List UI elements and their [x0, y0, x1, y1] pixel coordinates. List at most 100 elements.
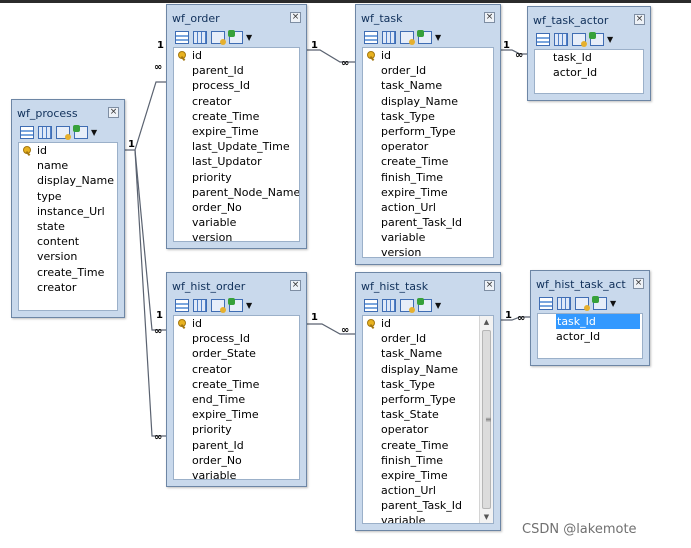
field-row[interactable]: order_No [192, 200, 242, 214]
close-icon[interactable]: × [634, 14, 645, 25]
table-title[interactable]: wf_hist_task_act... [536, 278, 627, 291]
field-row[interactable]: task_Type [381, 109, 435, 123]
field-row[interactable]: parent_Task_Id [381, 499, 463, 513]
field-row[interactable]: variable [381, 514, 426, 524]
field-row[interactable]: priority [192, 170, 232, 184]
field-row[interactable]: state [37, 219, 65, 233]
add-field-icon[interactable] [589, 31, 604, 46]
key-view-icon[interactable] [575, 296, 590, 311]
field-row[interactable]: display_Name [381, 94, 459, 108]
chevron-down-icon[interactable]: ▼ [246, 32, 253, 42]
field-row-selected[interactable]: task_Id [538, 314, 642, 330]
add-field-icon[interactable] [592, 295, 607, 310]
field-row[interactable]: perform_Type [381, 392, 456, 406]
field-row[interactable]: priority [192, 423, 232, 437]
key-view-icon[interactable] [400, 30, 415, 45]
chevron-down-icon[interactable]: ▼ [91, 127, 98, 137]
close-icon[interactable]: × [108, 107, 119, 118]
field-row[interactable]: id [363, 316, 493, 331]
select-rows-icon[interactable] [175, 30, 189, 44]
table-title[interactable]: wf_task [361, 12, 403, 25]
close-icon[interactable]: × [484, 280, 495, 291]
select-rows-icon[interactable] [536, 32, 550, 46]
chevron-down-icon[interactable]: ▼ [246, 300, 253, 310]
field-row[interactable]: task_State [381, 408, 439, 422]
scroll-up-icon[interactable]: ▲ [483, 318, 490, 326]
field-row[interactable]: version [192, 231, 233, 242]
table-title[interactable]: wf_hist_task [361, 280, 429, 293]
field-row[interactable]: order_State [192, 347, 256, 361]
field-row[interactable]: expire_Time [381, 185, 448, 199]
field-row[interactable]: create_Time [192, 109, 260, 123]
table-wf-order[interactable]: wf_order × ▼ id parent_Id process_Id cre… [166, 4, 307, 249]
key-view-icon[interactable] [400, 298, 415, 313]
key-view-icon[interactable] [211, 298, 226, 313]
table-wf-hist-order[interactable]: wf_hist_order × ▼ id process_Id order_St… [166, 272, 307, 487]
field-row[interactable]: task_Id [553, 51, 592, 64]
field-row[interactable]: create_Time [381, 438, 449, 452]
field-row[interactable]: create_Time [37, 265, 105, 279]
field-row[interactable]: parent_Id [192, 438, 244, 452]
key-view-icon[interactable] [572, 32, 587, 47]
field-row[interactable]: id [174, 316, 299, 331]
field-row[interactable]: creator [192, 362, 232, 376]
add-field-icon[interactable] [417, 297, 432, 312]
add-field-icon[interactable] [73, 124, 88, 139]
select-rows-icon[interactable] [539, 296, 553, 310]
field-row[interactable]: action_Url [381, 484, 436, 498]
select-rows-icon[interactable] [20, 125, 34, 139]
select-rows-icon[interactable] [175, 298, 189, 312]
table-wf-hist-task-actor[interactable]: wf_hist_task_act... × ▼ task_Id actor_Id [530, 270, 650, 366]
field-row[interactable]: expire_Time [192, 408, 259, 422]
field-row[interactable]: id [19, 143, 117, 158]
field-row[interactable]: variable [192, 216, 237, 230]
field-row[interactable]: action_Url [381, 200, 436, 214]
field-row[interactable]: create_Time [192, 377, 260, 391]
field-row[interactable]: expire_Time [192, 124, 259, 138]
key-view-icon[interactable] [56, 125, 71, 140]
grid-view-icon[interactable] [38, 125, 52, 139]
grid-view-icon[interactable] [382, 30, 396, 44]
field-row[interactable]: version [381, 246, 422, 258]
field-row[interactable]: create_Time [381, 155, 449, 169]
field-row[interactable]: parent_Node_Name [192, 185, 300, 199]
scrollbar-thumb[interactable]: ≡ [482, 330, 492, 509]
field-row[interactable]: id [363, 48, 493, 63]
table-wf-hist-task[interactable]: wf_hist_task × ▼ id order_Id task_Name d… [355, 272, 501, 531]
field-row[interactable]: finish_Time [381, 453, 444, 467]
chevron-down-icon[interactable]: ▼ [435, 300, 442, 310]
field-row[interactable]: task_Name [381, 79, 443, 93]
field-row[interactable]: end_Time [192, 392, 246, 406]
field-row[interactable]: operator [381, 423, 429, 437]
field-row[interactable]: parent_Id [192, 64, 244, 78]
grid-view-icon[interactable] [557, 296, 571, 310]
select-rows-icon[interactable] [364, 30, 378, 44]
grid-view-icon[interactable] [193, 298, 207, 312]
table-title[interactable]: wf_process [17, 107, 78, 120]
field-row[interactable]: id [174, 48, 299, 63]
field-row[interactable]: parent_Task_Id [381, 216, 463, 230]
close-icon[interactable]: × [633, 278, 644, 289]
chevron-down-icon[interactable]: ▼ [610, 298, 617, 308]
field-row[interactable]: creator [37, 280, 77, 294]
field-row[interactable]: version [37, 250, 78, 264]
field-row[interactable]: process_Id [192, 79, 250, 93]
chevron-down-icon[interactable]: ▼ [435, 32, 442, 42]
field-row[interactable]: operator [381, 140, 429, 154]
table-title[interactable]: wf_hist_order [172, 280, 246, 293]
close-icon[interactable]: × [484, 12, 495, 23]
field-row[interactable]: name [37, 159, 69, 173]
field-row[interactable]: display_Name [381, 362, 459, 376]
field-row[interactable]: display_Name [37, 174, 115, 188]
field-row[interactable]: last_Updator [192, 155, 262, 169]
grid-view-icon[interactable] [382, 298, 396, 312]
field-row[interactable]: variable [192, 468, 237, 480]
grid-view-icon[interactable] [193, 30, 207, 44]
select-rows-icon[interactable] [364, 298, 378, 312]
add-field-icon[interactable] [417, 29, 432, 44]
table-title[interactable]: wf_task_actor [533, 14, 609, 27]
chevron-down-icon[interactable]: ▼ [607, 34, 614, 44]
field-row[interactable]: actor_Id [556, 330, 601, 344]
table-wf-task[interactable]: wf_task × ▼ id order_Id task_Name displa… [355, 4, 501, 265]
field-row[interactable]: order_Id [381, 64, 427, 78]
